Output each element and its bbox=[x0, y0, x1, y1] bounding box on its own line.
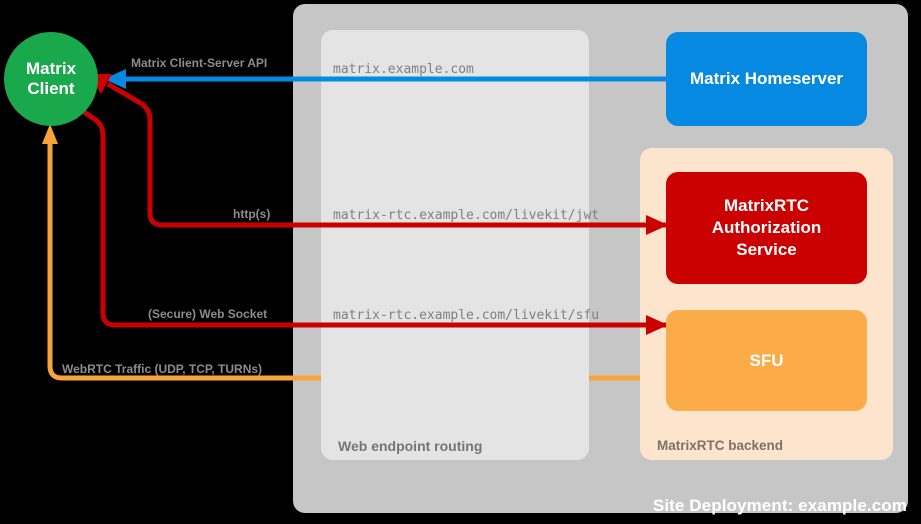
websocket-arrowhead-sfu bbox=[646, 315, 668, 335]
sfu-label: SFU bbox=[749, 350, 784, 370]
node-sfu[interactable]: SFU bbox=[666, 310, 867, 411]
auth-service-label: MatrixRTC Authorization Service bbox=[711, 195, 822, 260]
https-jwt-arrowhead-auth bbox=[646, 215, 668, 235]
url-label-jwt: matrix-rtc.example.com/livekit/jwt bbox=[333, 208, 600, 223]
edge-label-client-server-api: Matrix Client-Server API bbox=[131, 56, 268, 70]
edge-label-webrtc: WebRTC Traffic (UDP, TCP, TURNs) bbox=[62, 362, 263, 376]
web-endpoint-routing-container bbox=[321, 30, 589, 460]
https-jwt-line bbox=[106, 81, 668, 228]
url-label-matrix: matrix.example.com bbox=[333, 62, 474, 77]
edge-label-websocket: (Secure) Web Socket bbox=[148, 307, 268, 321]
homeserver-label: Matrix Homeserver bbox=[689, 69, 844, 88]
node-matrixrtc-authorization-service[interactable]: MatrixRTC Authorization Service bbox=[666, 172, 867, 284]
node-matrix-client[interactable]: Matrix Client bbox=[4, 32, 98, 126]
websocket-line bbox=[82, 109, 668, 328]
webrtc-arrowhead-client bbox=[42, 124, 58, 144]
node-matrix-homeserver[interactable]: Matrix Homeserver bbox=[666, 32, 867, 126]
matrix-client-label: Matrix Client bbox=[25, 59, 77, 98]
matrixrtc-backend-label: MatrixRTC backend bbox=[657, 438, 784, 453]
site-deployment-label: Site Deployment: example.com bbox=[652, 496, 907, 515]
client-server-api-arrowhead bbox=[104, 69, 126, 89]
edge-label-https: http(s) bbox=[233, 207, 271, 221]
url-label-sfu: matrix-rtc.example.com/livekit/sfu bbox=[333, 308, 600, 323]
webrtc-traffic-line bbox=[47, 140, 668, 381]
web-endpoint-routing-label: Web endpoint routing bbox=[338, 438, 483, 454]
